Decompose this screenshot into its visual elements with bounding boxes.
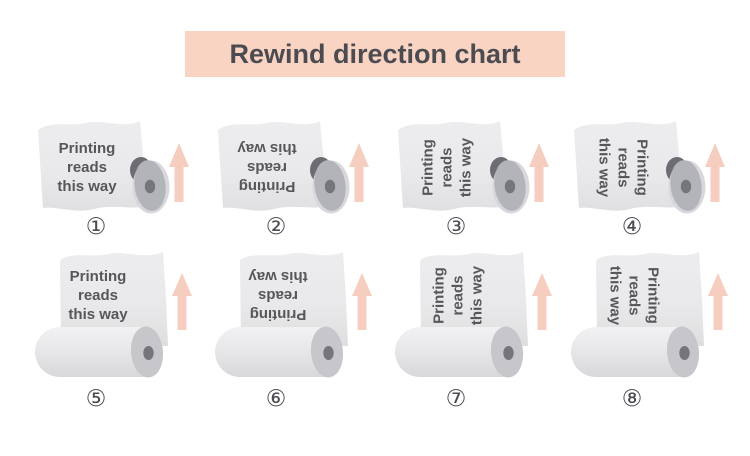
roll-body: [215, 327, 327, 377]
up-arrow-icon: [532, 273, 552, 330]
unit-7: Printing reads this way ⑦: [380, 248, 570, 418]
unit-2: Printing reads this way ②: [200, 110, 390, 250]
paper-label: Printing reads this way: [57, 140, 117, 195]
unit-1: Printing reads this way ①: [20, 110, 210, 250]
unit-number: ④: [621, 214, 643, 240]
paper-label: Printing reads this way: [430, 265, 486, 326]
unit-5: Printing reads this way ⑤: [20, 248, 210, 418]
paper-label: Printing reads this way: [595, 137, 651, 198]
roll-core-icon: [144, 179, 156, 194]
paper-label: Printing reads this way: [248, 268, 308, 323]
unit-number: ⑦: [445, 386, 467, 412]
paper-sheet: [574, 121, 698, 211]
roll-illustration: [395, 252, 552, 378]
unit-8: Printing reads this way ⑧: [556, 248, 746, 418]
up-arrow-icon: [529, 143, 549, 202]
up-arrow-icon: [708, 273, 728, 330]
up-arrow-icon: [705, 143, 725, 202]
roll-illustration: [574, 121, 725, 214]
roll-illustration: [38, 121, 189, 214]
unit-number: ⑧: [621, 386, 643, 412]
roll-body: [395, 327, 507, 377]
paper-sheet: [596, 252, 704, 347]
up-arrow-icon: [352, 273, 372, 330]
up-arrow-icon: [172, 273, 192, 330]
roll-core-icon: [680, 179, 692, 194]
roll-body: [571, 327, 683, 377]
unit-3: Printing reads this way ③: [380, 110, 570, 250]
paper-sheet: [420, 252, 528, 347]
unit-number: ⑤: [85, 386, 107, 412]
paper-sheet: [240, 252, 348, 347]
title-banner: Rewind direction chart: [185, 31, 565, 77]
unit-number: ②: [265, 214, 287, 240]
paper-sheet: [398, 121, 522, 211]
roll-body: [35, 327, 147, 377]
unit-number: ①: [85, 214, 107, 240]
unit-4: Printing reads this way ④: [556, 110, 746, 250]
paper-sheet: [218, 121, 342, 211]
paper-sheet: [60, 252, 168, 347]
roll-core-icon: [143, 346, 154, 360]
roll-illustration: [35, 252, 192, 378]
unit-6: Printing reads this way ⑥: [200, 248, 390, 418]
unit-number: ③: [445, 214, 467, 240]
roll-core-icon: [323, 346, 334, 360]
roll-illustration: [215, 252, 372, 378]
roll-illustration: [398, 121, 549, 214]
paper-label: Printing reads this way: [237, 140, 297, 195]
roll-core-icon: [679, 346, 690, 360]
roll-core-icon: [503, 346, 514, 360]
up-arrow-icon: [169, 143, 189, 202]
unit-number: ⑥: [265, 386, 287, 412]
roll-core-icon: [324, 179, 336, 194]
page-title: Rewind direction chart: [229, 38, 521, 69]
paper-label: Printing reads this way: [606, 265, 662, 326]
paper-label: Printing reads this way: [68, 268, 128, 323]
paper-label: Printing reads this way: [419, 137, 475, 198]
roll-illustration: [571, 252, 728, 378]
up-arrow-icon: [349, 143, 369, 202]
roll-illustration: [218, 121, 369, 214]
paper-sheet: [38, 121, 162, 211]
roll-core-icon: [504, 179, 516, 194]
